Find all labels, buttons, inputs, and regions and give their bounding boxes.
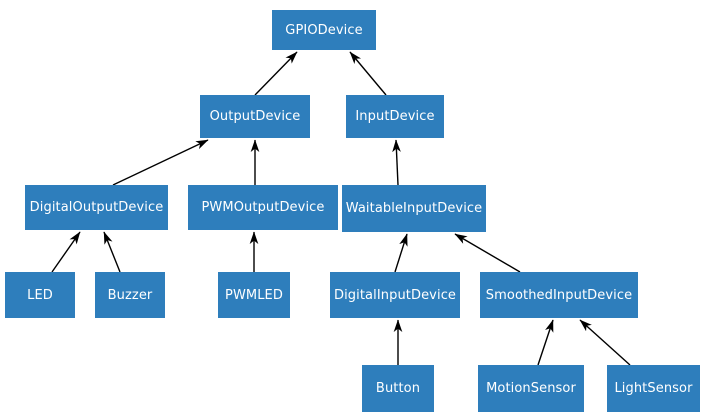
edge-digitalinputdevice-waitableinputdevice — [394, 233, 408, 273]
class-node-label: OutputDevice — [209, 109, 301, 124]
class-node-pwmoutputdevice[interactable]: PWMOutputDevice — [188, 185, 338, 230]
class-node-gpiodevice[interactable]: GPIODevice — [272, 10, 376, 50]
edge-motionsensor-smoothedinputdevice — [537, 319, 554, 366]
class-node-label: PWMOutputDevice — [201, 200, 325, 215]
class-node-label: LED — [27, 287, 53, 303]
class-node-waitableinputdevice[interactable]: WaitableInputDevice — [342, 185, 486, 232]
class-node-label: MotionSensor — [486, 381, 576, 396]
class-node-digitaloutputdevice[interactable]: DigitalOutputDevice — [25, 185, 168, 230]
class-node-inputdevice[interactable]: InputDevice — [346, 95, 444, 138]
edge-waitableinputdevice-inputdevice — [392, 139, 401, 186]
class-node-smoothedinputdevice[interactable]: SmoothedInputDevice — [480, 272, 638, 318]
class-node-pwmled[interactable]: PWMLED — [218, 272, 290, 318]
class-node-digitalinputdevice[interactable]: DigitalInputDevice — [330, 272, 460, 318]
class-node-label: Button — [375, 381, 421, 396]
edge-lightsensor-smoothedinputdevice — [579, 319, 631, 366]
class-node-label: PWMLED — [225, 287, 283, 303]
edge-smoothedinputdevice-waitableinputdevice — [454, 233, 521, 273]
class-node-label: GPIODevice — [285, 22, 363, 38]
class-node-motionsensor[interactable]: MotionSensor — [478, 365, 584, 412]
edge-outputdevice-gpiodevice — [254, 51, 298, 96]
class-node-label: WaitableInputDevice — [345, 201, 483, 216]
class-node-label: SmoothedInputDevice — [485, 287, 633, 303]
class-node-label: Buzzer — [107, 287, 153, 303]
class-node-button[interactable]: Button — [362, 365, 434, 412]
edge-digitaloutputdevice-outputdevice — [112, 139, 209, 186]
edge-buzzer-digitaloutputdevice — [103, 231, 121, 273]
class-node-outputdevice[interactable]: OutputDevice — [200, 95, 310, 138]
class-node-led[interactable]: LED — [5, 272, 75, 318]
edge-inputdevice-gpiodevice — [349, 51, 387, 96]
class-node-label: LightSensor — [614, 381, 693, 396]
class-node-lightsensor[interactable]: LightSensor — [607, 365, 700, 412]
class-node-buzzer[interactable]: Buzzer — [95, 272, 165, 318]
class-node-label: InputDevice — [355, 109, 435, 124]
edge-led-digitaloutputdevice — [51, 231, 81, 273]
class-node-label: DigitalInputDevice — [333, 287, 457, 303]
class-node-label: DigitalOutputDevice — [29, 200, 164, 215]
